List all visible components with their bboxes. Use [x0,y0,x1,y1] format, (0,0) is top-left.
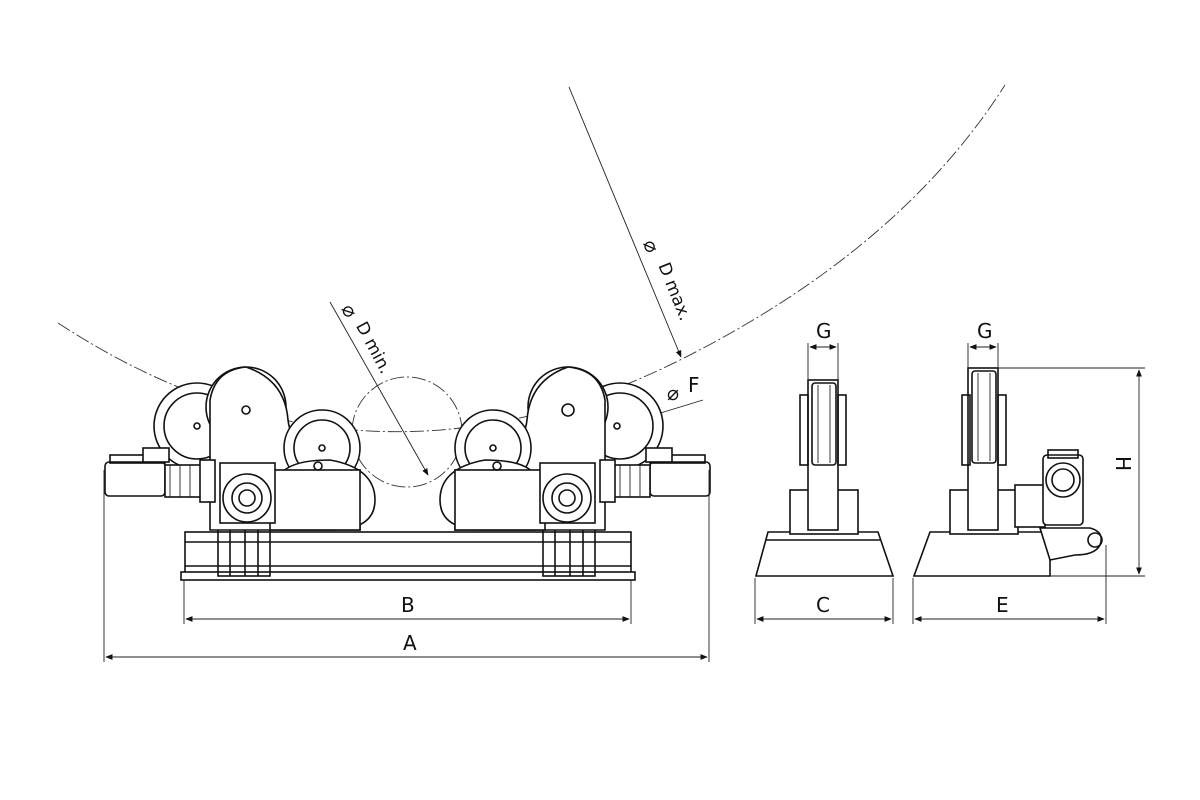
label-g-side: G [977,319,993,343]
label-d-min: D min. [351,319,395,378]
d-min-circle [351,376,463,488]
d-max-leader [568,86,682,358]
side-view-e [912,367,1103,577]
label-a: A [403,631,417,655]
label-d-max-symbol: ⌀ [638,236,665,256]
symbol-f: ⌀ [667,381,679,405]
label-f: F [688,373,700,397]
label-g-front: G [816,319,832,343]
side-view-c [754,379,895,577]
d-max-circle [57,84,1006,433]
label-c: C [816,593,830,617]
label-d-max: D max. [653,260,694,324]
label-d-min-symbol: ⌀ [336,300,363,322]
d-min-leader [329,301,429,476]
front-view [104,366,711,581]
label-e: E [996,593,1009,617]
label-h: H [1111,456,1135,471]
label-b: B [401,593,415,617]
